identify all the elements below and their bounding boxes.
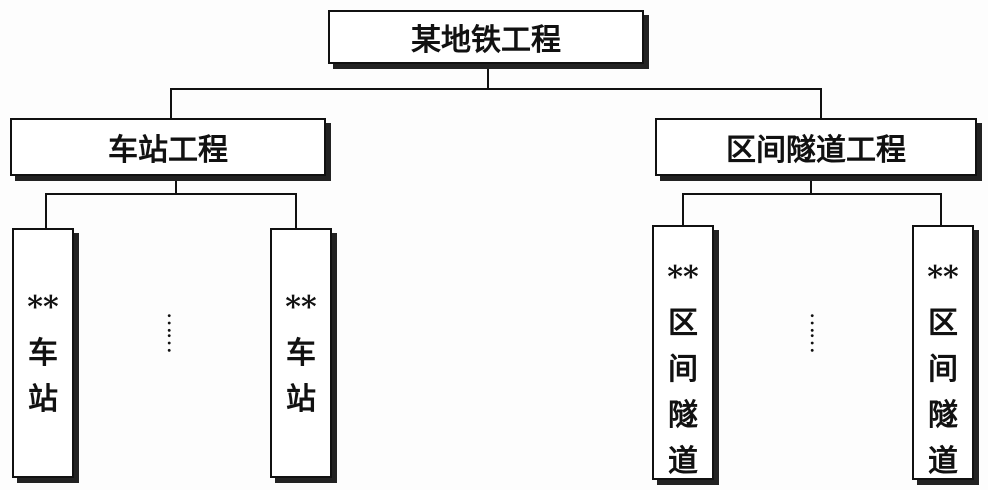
station-works-label: 车站工程	[108, 133, 228, 168]
connector	[487, 60, 489, 90]
connector	[170, 88, 172, 120]
tunnel-label: **区间隧道	[927, 260, 959, 479]
connector	[45, 193, 47, 228]
tunnel-works-label: 区间隧道工程	[726, 133, 906, 168]
ellipsis: ……	[162, 312, 187, 352]
connector	[45, 193, 297, 195]
connector	[295, 193, 297, 228]
connector	[682, 193, 684, 225]
tunnel-label: **区间隧道	[667, 260, 699, 479]
connector	[682, 193, 942, 195]
connector	[175, 172, 177, 194]
station-label: **车站	[27, 290, 59, 417]
connector	[810, 172, 812, 194]
root-label: 某地铁工程	[411, 23, 561, 58]
connector	[820, 88, 822, 118]
station-label: **车站	[285, 290, 317, 417]
root-node: 某地铁工程	[328, 10, 644, 64]
station-node: **车站	[12, 228, 74, 478]
connector	[940, 193, 942, 225]
tunnel-node: **区间隧道	[652, 225, 714, 480]
ellipsis: ……	[805, 312, 830, 352]
station-works-node: 车站工程	[10, 118, 326, 176]
station-node: **车站	[270, 228, 332, 478]
tunnel-node: **区间隧道	[912, 225, 974, 480]
tunnel-works-node: 区间隧道工程	[655, 118, 977, 176]
connector	[170, 88, 822, 90]
